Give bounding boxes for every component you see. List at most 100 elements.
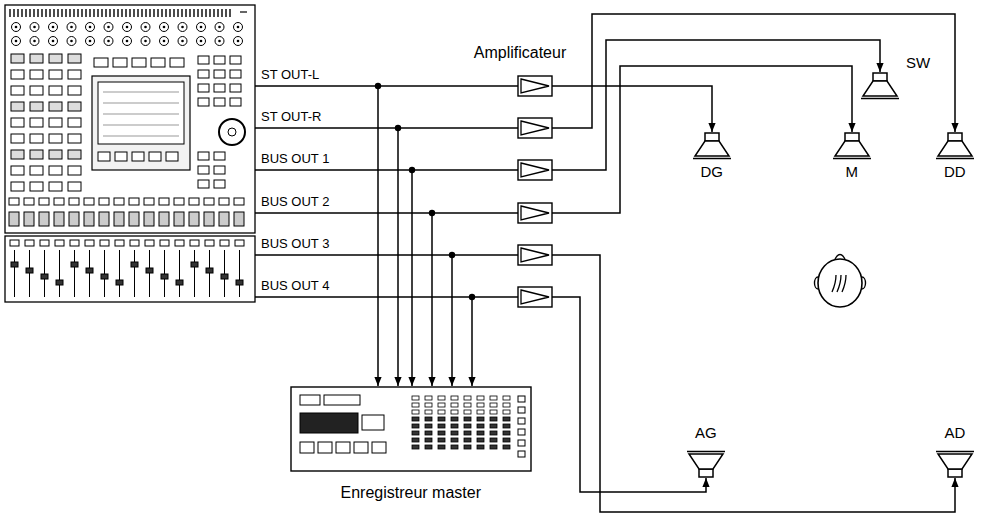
console-button	[230, 70, 241, 78]
fader-slot	[14, 250, 15, 297]
console-knob	[33, 40, 36, 43]
console-knob	[234, 23, 243, 32]
recorder-button	[354, 442, 368, 453]
speaker-label: DD	[944, 163, 966, 180]
level-meter	[503, 431, 510, 435]
device-caption: Enregistreur master	[341, 484, 482, 502]
console-knob	[141, 23, 150, 32]
fader-cap	[71, 262, 78, 267]
speaker-label: SW	[906, 54, 930, 71]
console-knob	[218, 40, 221, 43]
junction-dot	[469, 294, 475, 300]
meter-tick	[133, 9, 134, 17]
junction-dot	[409, 167, 415, 173]
fader-cap	[206, 268, 213, 273]
console-knob	[107, 26, 110, 29]
speaker-magnet	[948, 469, 962, 477]
level-meter	[477, 424, 484, 428]
amplifier	[518, 76, 552, 307]
recorder-feed	[471, 297, 473, 386]
meter-tick	[157, 9, 158, 17]
console-button	[49, 102, 62, 111]
console-screen	[98, 82, 184, 144]
console-knob	[15, 26, 18, 29]
speaker-magnet	[948, 133, 962, 141]
meter-tick	[77, 9, 78, 17]
channel-button	[54, 212, 64, 226]
channel-button	[145, 240, 154, 246]
recorder-feed	[377, 86, 379, 386]
console-button	[49, 86, 62, 95]
fader-slot	[134, 250, 135, 297]
fader-cap	[101, 274, 108, 279]
channel-button	[160, 240, 169, 246]
meter-tick	[169, 9, 170, 17]
console-knob	[123, 23, 132, 32]
speaker-wire	[552, 255, 955, 512]
console-button	[49, 182, 62, 191]
channel-button	[189, 198, 199, 205]
console-button	[49, 54, 62, 63]
fader-cap	[11, 262, 18, 267]
console-knob	[86, 37, 95, 46]
level-meter	[503, 445, 510, 449]
meter-tick	[73, 9, 74, 17]
channel-button	[174, 198, 184, 205]
level-meter	[490, 438, 497, 442]
level-meter	[464, 431, 471, 435]
recorder-button	[518, 418, 525, 424]
console-knob	[126, 40, 129, 43]
speaker-wire	[552, 40, 880, 170]
console-button	[11, 182, 24, 191]
console-button	[115, 152, 127, 161]
console-button	[68, 134, 81, 143]
signal-wire	[255, 14, 955, 512]
meter-tick	[37, 9, 38, 17]
level-meter	[425, 424, 432, 428]
listener-head	[818, 259, 862, 307]
console-button	[68, 118, 81, 127]
speaker-label: M	[846, 163, 859, 180]
level-meter	[425, 431, 432, 435]
console-button	[230, 84, 241, 92]
level-meter	[412, 445, 419, 449]
console-button	[198, 56, 209, 64]
console-button	[30, 118, 43, 127]
console-knob	[12, 23, 21, 32]
channel-button	[24, 212, 34, 226]
console-knob	[197, 23, 206, 32]
meter-tick	[181, 9, 182, 17]
console-button	[30, 166, 43, 175]
level-meter	[438, 396, 445, 400]
console-knob	[49, 23, 58, 32]
channel-button	[9, 212, 19, 226]
console-button	[11, 102, 24, 111]
level-meter	[477, 431, 484, 435]
level-meter	[464, 417, 471, 421]
channel-button	[99, 198, 109, 205]
console-knob	[144, 26, 147, 29]
console-button	[68, 70, 81, 79]
console-button	[198, 84, 209, 92]
recorder-button	[372, 442, 386, 453]
console-knob	[160, 37, 169, 46]
recorder-feed	[431, 213, 433, 386]
level-meter	[451, 424, 458, 428]
signal-name: BUS OUT 2	[261, 195, 329, 210]
console-button	[49, 118, 62, 127]
level-meter	[425, 410, 432, 414]
level-meter	[464, 438, 471, 442]
meter-tick	[93, 9, 94, 17]
console-knob	[160, 23, 169, 32]
console-knob	[178, 37, 187, 46]
junction-dot	[429, 210, 435, 216]
amplifier-box	[518, 160, 552, 180]
level-meter	[464, 445, 471, 449]
level-meter	[451, 431, 458, 435]
console-knob	[49, 37, 58, 46]
meter-tick	[193, 9, 194, 17]
meter-tick	[81, 9, 82, 17]
channel-button	[159, 212, 169, 226]
console-knob	[163, 26, 166, 29]
meter-tick	[129, 9, 130, 17]
